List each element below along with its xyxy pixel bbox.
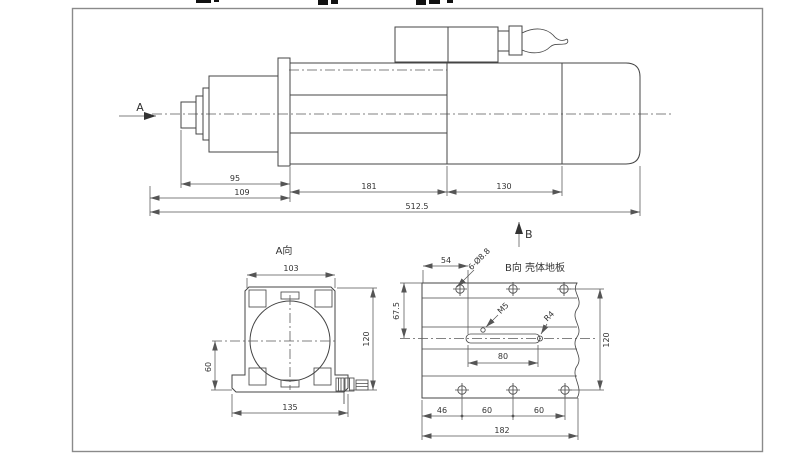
a-view-dimensions: 103 60 135 120 xyxy=(204,264,377,417)
drawing-frame xyxy=(71,7,764,453)
view-label-a: A xyxy=(136,101,144,114)
b-view-annotations: 6-Ø8.8 M5 R4 xyxy=(456,246,556,335)
dim-slot-length: 80 xyxy=(498,352,508,361)
radius-callout: R4 xyxy=(542,309,556,323)
dim-body-rear: 130 xyxy=(496,182,511,191)
dim-height: 120 xyxy=(362,331,371,346)
dim-hole-span-vertical: 120 xyxy=(602,332,611,347)
dim-top-width: 103 xyxy=(283,264,298,273)
view-label-b: B xyxy=(525,228,533,241)
dim-hole-spacing-3: 60 xyxy=(534,406,544,415)
b-view: B向 壳体地板 6-Ø8.8 M5 R4 xyxy=(392,246,611,440)
a-view-title: A向 xyxy=(276,244,293,257)
dim-center-to-base: 60 xyxy=(204,362,213,372)
dim-hole-spacing-2: 60 xyxy=(482,406,492,415)
a-view-outline xyxy=(212,286,349,393)
dim-nose-total: 109 xyxy=(234,188,249,197)
dim-plate-width: 182 xyxy=(494,426,509,435)
dim-hole-spacing-1: 46 xyxy=(437,406,447,415)
dim-body-mid: 181 xyxy=(361,182,376,191)
break-line xyxy=(574,282,580,399)
bolt-holes xyxy=(452,281,573,398)
dim-nose-length: 95 xyxy=(230,174,240,183)
power-cable xyxy=(521,28,569,54)
dim-total-length: 512.5 xyxy=(406,202,429,211)
cropped-text-fragments xyxy=(196,0,453,5)
spindle-body xyxy=(180,57,641,167)
dim-base-width: 135 xyxy=(282,403,297,412)
junction-box xyxy=(394,25,569,63)
side-view-dimensions: 95 109 181 130 512.5 xyxy=(149,130,641,216)
b-view-title: B向 壳体地板 xyxy=(505,261,565,274)
view-arrow-b: B xyxy=(515,222,533,247)
a-view: A向 103 60 135 xyxy=(204,244,377,417)
dim-edge-offset: 54 xyxy=(441,256,451,265)
b-view-plate xyxy=(400,282,598,399)
dim-top-to-slot: 67.5 xyxy=(392,302,401,320)
a-view-clamp-detail xyxy=(335,377,369,404)
thread-callout: M5 xyxy=(496,301,511,316)
view-arrow-a: A xyxy=(119,101,156,120)
b-view-dimensions: 54 67.5 80 46 60 60 182 120 xyxy=(392,256,611,440)
side-view: A B 95 109 181 130 512.5 xyxy=(119,25,672,247)
mounting-slot xyxy=(465,333,541,344)
center-lines xyxy=(152,69,672,115)
holes-callout: 6-Ø8.8 xyxy=(466,246,492,272)
